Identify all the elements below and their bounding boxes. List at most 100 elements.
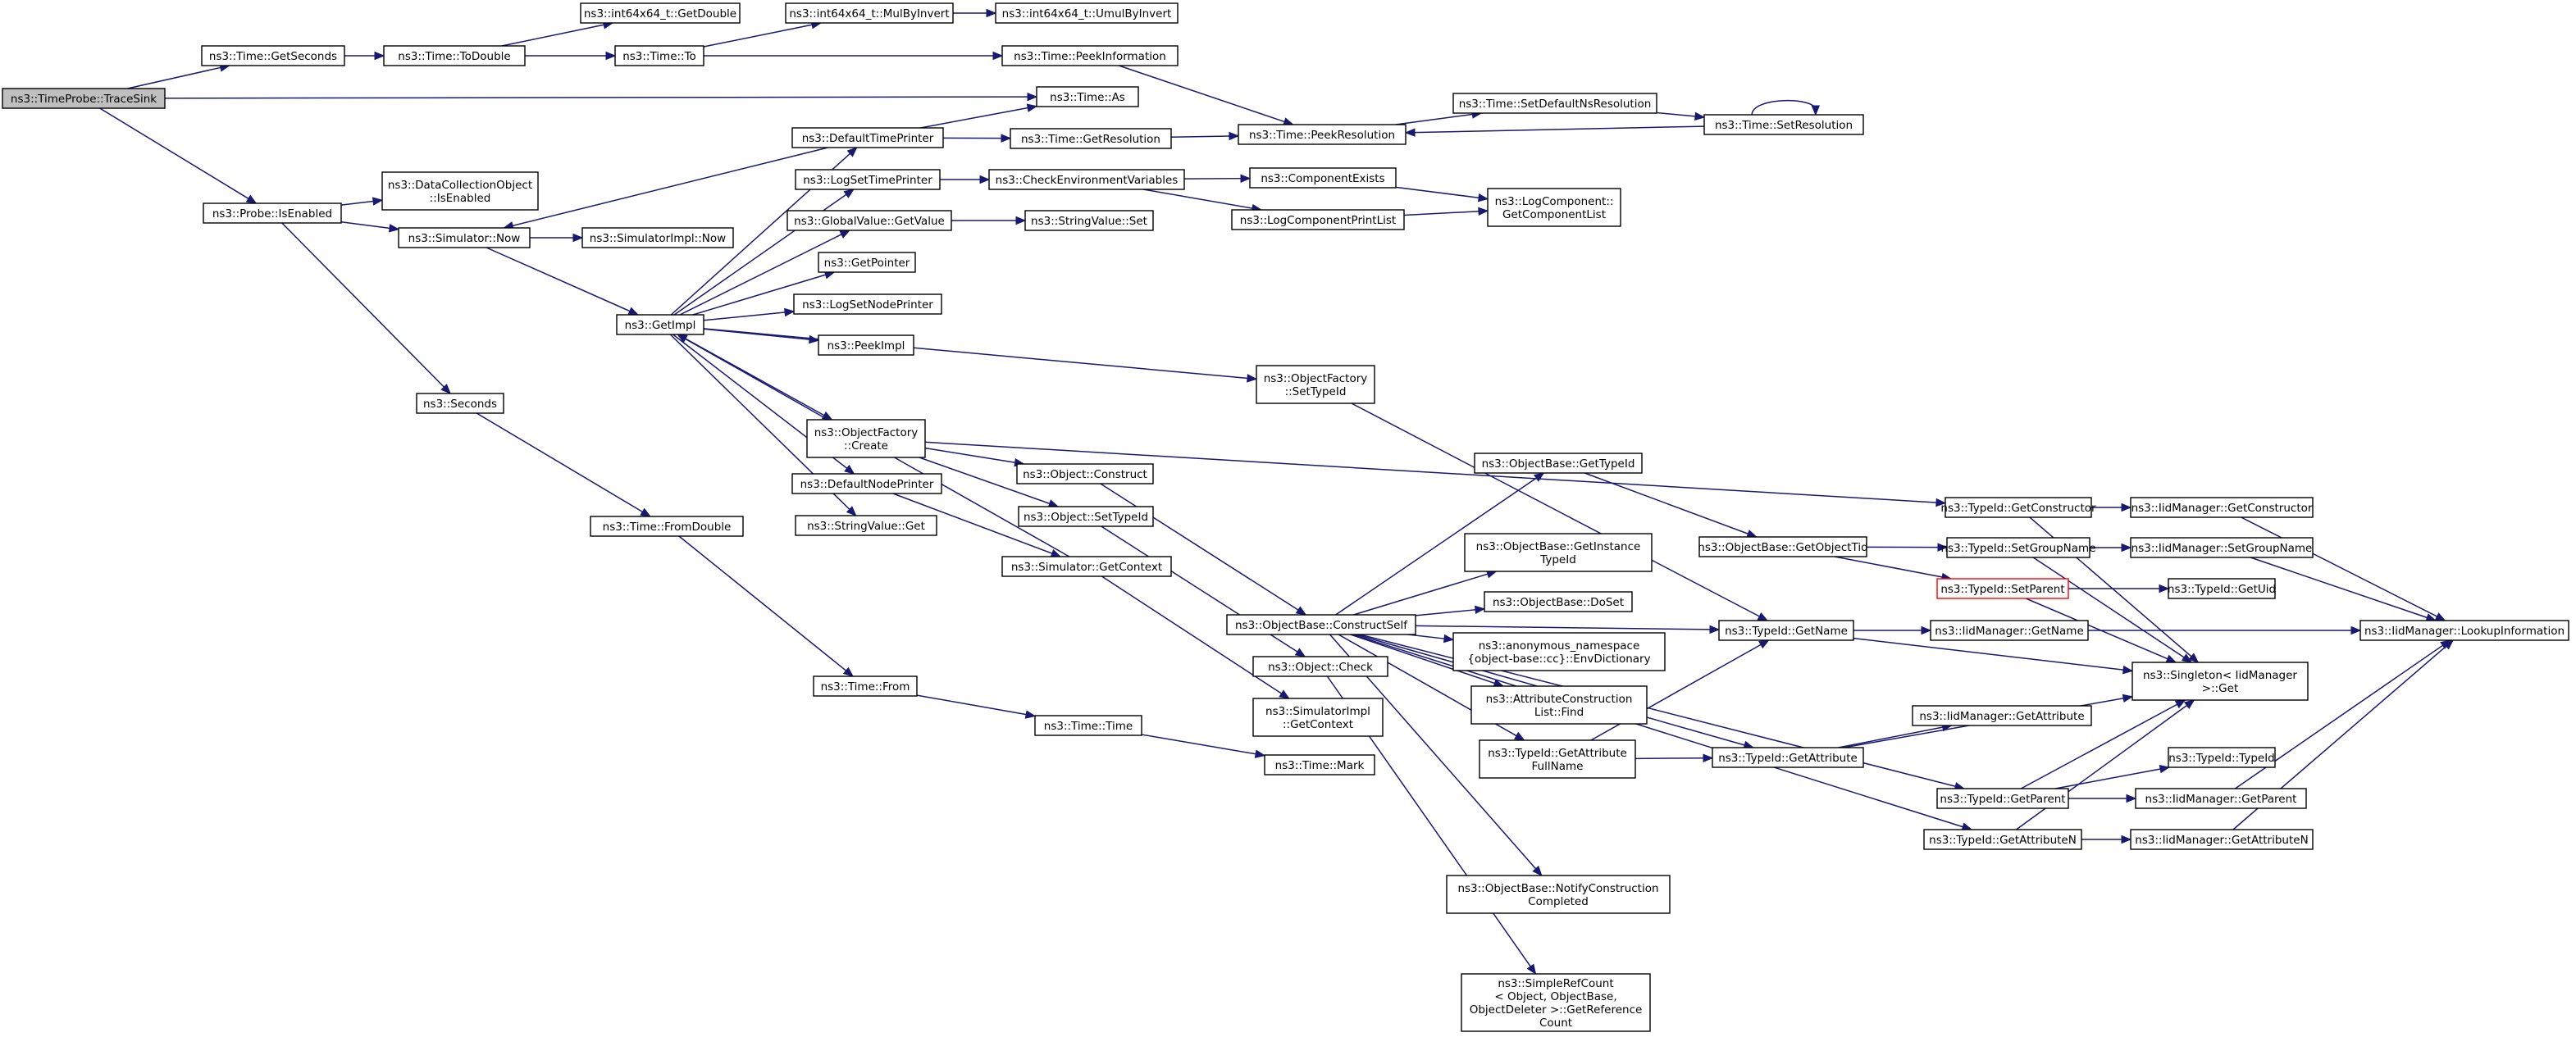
node-default-node-printer[interactable]: ns3::DefaultNodePrinter xyxy=(791,473,942,494)
node-sim-get-context[interactable]: ns3::Simulator::GetContext xyxy=(1001,556,1172,577)
node-obj-factory-set-type-id[interactable]: ns3::ObjectFactory::SetTypeId xyxy=(1256,365,1375,404)
node-time-as[interactable]: ns3::Time::As xyxy=(1036,86,1139,107)
node-label: ::SetTypeId xyxy=(1285,385,1347,398)
edge-line xyxy=(1834,556,1944,578)
edge-line xyxy=(1395,186,1480,199)
node-global-value-get-value[interactable]: ns3::GlobalValue::GetValue xyxy=(786,210,952,231)
edge-arrowhead xyxy=(784,307,796,317)
node-notify-construction[interactable]: ns3::ObjectBase::NotifyConstructionCompl… xyxy=(1446,875,1671,914)
node-trace-sink[interactable]: ns3::TimeProbe::TraceSink xyxy=(2,88,166,109)
node-set-default-ns-res[interactable]: ns3::Time::SetDefaultNsResolution xyxy=(1452,93,1657,114)
node-check-env-vars[interactable]: ns3::CheckEnvironmentVariables xyxy=(988,169,1185,190)
node-get-double[interactable]: ns3::int64x64_t::GetDouble xyxy=(580,2,741,24)
node-type-id-type-id[interactable]: ns3::TypeId::TypeId xyxy=(2168,747,2276,768)
node-object-set-type-id[interactable]: ns3::Object::SetTypeId xyxy=(1018,506,1154,527)
node-default-time-printer[interactable]: ns3::DefaultTimePrinter xyxy=(791,127,944,148)
node-get-impl[interactable]: ns3::GetImpl xyxy=(616,314,704,335)
node-box xyxy=(616,314,704,335)
node-type-id-get-constructor[interactable]: ns3::TypeId::GetConstructor xyxy=(1940,497,2096,518)
node-peek-resolution[interactable]: ns3::Time::PeekResolution xyxy=(1238,124,1407,145)
edge-arrowhead xyxy=(245,194,258,204)
node-box xyxy=(1226,614,1416,635)
edge-line xyxy=(924,447,1016,464)
node-log-comp-get-list[interactable]: ns3::LogComponent::GetComponentList xyxy=(1487,188,1621,227)
edge-construct-self-to-ob-do-set xyxy=(1415,605,1486,616)
node-time-from[interactable]: ns3::Time::From xyxy=(813,675,918,697)
edge-line xyxy=(892,493,1054,555)
node-get-seconds[interactable]: ns3::Time::GetSeconds xyxy=(201,45,345,66)
edge-arrowhead xyxy=(839,230,851,239)
node-get-resolution[interactable]: ns3::Time::GetResolution xyxy=(1010,128,1172,149)
node-string-value-get[interactable]: ns3::StringValue::Get xyxy=(795,515,937,536)
node-time-time[interactable]: ns3::Time::Time xyxy=(1034,715,1142,736)
node-sim-impl-now[interactable]: ns3::SimulatorImpl::Now xyxy=(581,227,734,248)
node-type-id-set-parent[interactable]: ns3::TypeId::SetParent xyxy=(1936,578,2069,599)
node-box xyxy=(2130,537,2314,558)
node-log-component-print-list[interactable]: ns3::LogComponentPrintList xyxy=(1231,209,1405,230)
edge-arrowhead xyxy=(1532,865,1543,876)
node-singleton-get[interactable]: ns3::Singleton< IidManager>::Get xyxy=(2131,662,2309,701)
node-mul-by-invert[interactable]: ns3::int64x64_t::MulByInvert xyxy=(785,2,954,24)
node-simple-ref-count[interactable]: ns3::SimpleRefCount< Object, ObjectBase,… xyxy=(1461,973,1651,1032)
edge-check-env-vars-to-log-component-print-list xyxy=(1142,189,1263,213)
node-get-pointer[interactable]: ns3::GetPointer xyxy=(818,252,916,273)
node-peek-impl[interactable]: ns3::PeekImpl xyxy=(818,334,914,356)
node-type-id-get-name[interactable]: ns3::TypeId::GetName xyxy=(1718,620,1854,641)
node-string-value-set[interactable]: ns3::StringValue::Set xyxy=(1024,210,1154,231)
edge-arrowhead xyxy=(2181,653,2193,663)
node-iid-set-group-name[interactable]: ns3::IidManager::SetGroupName xyxy=(2130,537,2314,558)
node-label: ns3::LogSetTimePrinter xyxy=(803,174,932,187)
node-env-dictionary[interactable]: ns3::anonymous_namespace{object-base::cc… xyxy=(1452,632,1666,671)
node-construct-self[interactable]: ns3::ObjectBase::ConstructSelf xyxy=(1226,614,1416,635)
edge-line xyxy=(127,66,222,89)
node-time-from-double[interactable]: ns3::Time::FromDouble xyxy=(590,516,744,537)
node-iid-get-constructor[interactable]: ns3::IidManager::GetConstructor xyxy=(2130,497,2314,518)
node-probe-is-enabled[interactable]: ns3::Probe::IsEnabled xyxy=(203,202,342,224)
node-log-set-node-printer[interactable]: ns3::LogSetNodePrinter xyxy=(793,293,942,315)
node-umul-by-invert[interactable]: ns3::int64x64_t::UmulByInvert xyxy=(995,2,1179,24)
edge-log-set-time-printer-to-check-env-vars xyxy=(939,175,991,184)
node-type-id-get-uid[interactable]: ns3::TypeId::GetUid xyxy=(2168,578,2276,599)
node-to-double[interactable]: ns3::Time::ToDouble xyxy=(383,45,526,66)
node-type-id-get-parent[interactable]: ns3::TypeId::GetParent xyxy=(1936,788,2069,809)
node-type-id-get-attribute-n[interactable]: ns3::TypeId::GetAttributeN xyxy=(1923,829,2082,850)
node-sim-impl-get-context[interactable]: ns3::SimulatorImpl::GetContext xyxy=(1252,698,1384,737)
node-iid-get-attribute-n[interactable]: ns3::IidManager::GetAttributeN xyxy=(2130,829,2314,850)
edge-iid-get-name-to-iid-lookup-information xyxy=(2087,625,2362,635)
edge-line xyxy=(1403,210,1480,216)
node-iid-get-name[interactable]: ns3::IidManager::GetName xyxy=(1930,620,2089,641)
node-box xyxy=(1010,128,1172,149)
edge-arrowhead xyxy=(1015,216,1027,225)
node-object-construct[interactable]: ns3::Object::Construct xyxy=(1016,463,1154,484)
node-dco-is-enabled[interactable]: ns3::DataCollectionObject::IsEnabled xyxy=(381,171,539,211)
node-time-mark[interactable]: ns3::Time::Mark xyxy=(1264,754,1375,775)
node-sim-now[interactable]: ns3::Simulator::Now xyxy=(398,227,531,248)
node-peek-information[interactable]: ns3::Time::PeekInformation xyxy=(1001,45,1179,66)
node-box xyxy=(580,2,741,24)
node-ob-get-object-tid[interactable]: ns3::ObjectBase::GetObjectTid xyxy=(1698,536,1868,557)
edge-line xyxy=(476,412,644,513)
node-type-id-get-attribute[interactable]: ns3::TypeId::GetAttribute xyxy=(1712,747,1864,768)
node-iid-get-parent[interactable]: ns3::IidManager::GetParent xyxy=(2135,788,2307,809)
node-time-to[interactable]: ns3::Time::To xyxy=(614,45,704,66)
node-label: ns3::ObjectBase::GetInstance xyxy=(1476,540,1641,553)
node-box xyxy=(1256,365,1375,404)
node-ob-do-set[interactable]: ns3::ObjectBase::DoSet xyxy=(1484,591,1633,612)
node-box xyxy=(1018,506,1154,527)
node-seconds[interactable]: ns3::Seconds xyxy=(416,393,504,414)
node-obj-factory-create[interactable]: ns3::ObjectFactory::Create xyxy=(806,419,926,458)
node-iid-get-attribute[interactable]: ns3::IidManager::GetAttribute xyxy=(1912,705,2092,726)
node-log-set-time-printer[interactable]: ns3::LogSetTimePrinter xyxy=(795,169,941,190)
node-ob-get-type-id[interactable]: ns3::ObjectBase::GetTypeId xyxy=(1474,453,1643,474)
node-component-exists[interactable]: ns3::ComponentExists xyxy=(1249,167,1397,189)
node-label: ns3::Time::FromDouble xyxy=(603,521,732,534)
node-iid-lookup-information[interactable]: ns3::IidManager::LookupInformation xyxy=(2359,620,2569,641)
edge-construct-self-to-ob-get-instance-type-id xyxy=(1353,570,1498,616)
node-object-check[interactable]: ns3::Object::Check xyxy=(1252,656,1388,677)
node-type-id-set-group-name[interactable]: ns3::TypeId::SetGroupName xyxy=(1940,537,2096,558)
edge-arrowhead xyxy=(1279,689,1290,699)
node-set-resolution[interactable]: ns3::Time::SetResolution xyxy=(1703,114,1864,135)
